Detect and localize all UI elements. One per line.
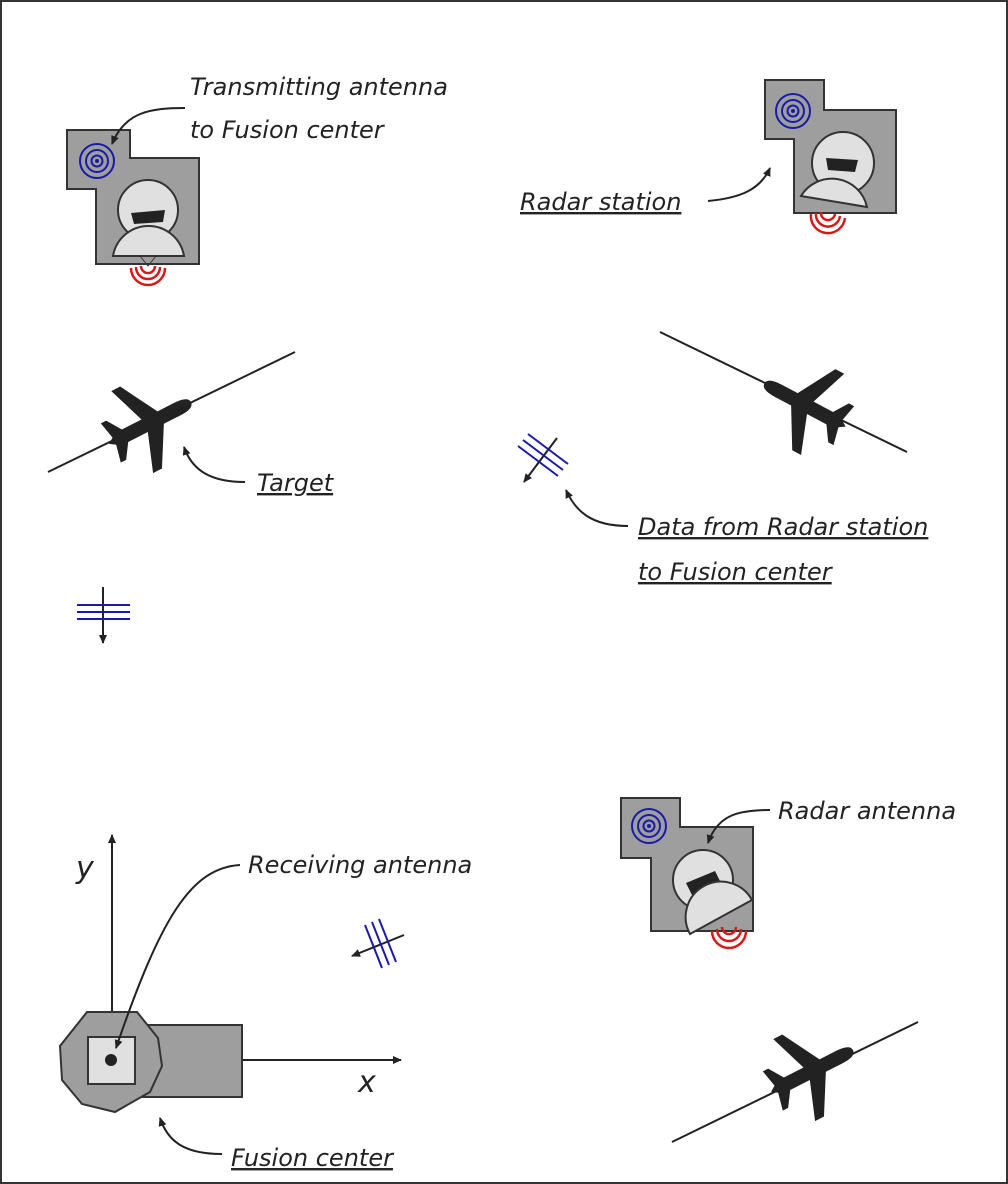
radar-station-bottom-right xyxy=(620,797,754,950)
target-label: Target xyxy=(257,469,335,497)
target-pointer xyxy=(182,446,246,483)
transmitting-antenna-icon xyxy=(631,808,667,844)
transmitting-antenna-label-line2: to Fusion center xyxy=(190,116,386,144)
data-transmission-icon xyxy=(77,587,130,644)
transmitting-antenna-icon xyxy=(79,143,115,179)
transmitting-antenna-label: Transmitting antenna xyxy=(190,73,448,101)
radar-station-top-left xyxy=(66,129,200,287)
x-axis-label: x xyxy=(357,1065,376,1100)
receiving-antenna-pointer xyxy=(114,864,241,1049)
transmitting-antenna-pointer xyxy=(111,107,186,145)
data-link-pointer xyxy=(565,489,629,527)
radar-signal-icon xyxy=(710,926,748,950)
fusion-center-icon xyxy=(58,834,402,1114)
fusion-center-pointer xyxy=(158,1117,223,1155)
radar-antenna-label: Radar antenna xyxy=(778,797,956,825)
radar-station-pointer xyxy=(707,167,771,202)
receiving-antenna-label: Receiving antenna xyxy=(248,851,472,879)
radar-antenna-dish xyxy=(799,177,869,209)
radar-signal-icon xyxy=(129,265,167,287)
radar-station-label: Radar station xyxy=(520,188,681,216)
data-link-label-line2: to Fusion center xyxy=(638,558,834,586)
data-transmission-icon xyxy=(517,433,569,483)
radar-antenna-dish xyxy=(684,880,754,936)
fusion-center-label: Fusion center xyxy=(231,1144,395,1172)
radar-signal-icon xyxy=(809,211,847,235)
data-transmission-icon xyxy=(351,918,405,969)
y-axis-label: y xyxy=(75,851,95,886)
radar-antenna-dish xyxy=(111,225,186,257)
radar-station-top-right xyxy=(764,79,897,235)
radar-antenna-pointer xyxy=(706,809,771,844)
receiving-antenna-dot xyxy=(105,1054,117,1066)
transmitting-antenna-icon xyxy=(775,93,811,129)
data-link-label: Data from Radar station xyxy=(638,513,928,541)
